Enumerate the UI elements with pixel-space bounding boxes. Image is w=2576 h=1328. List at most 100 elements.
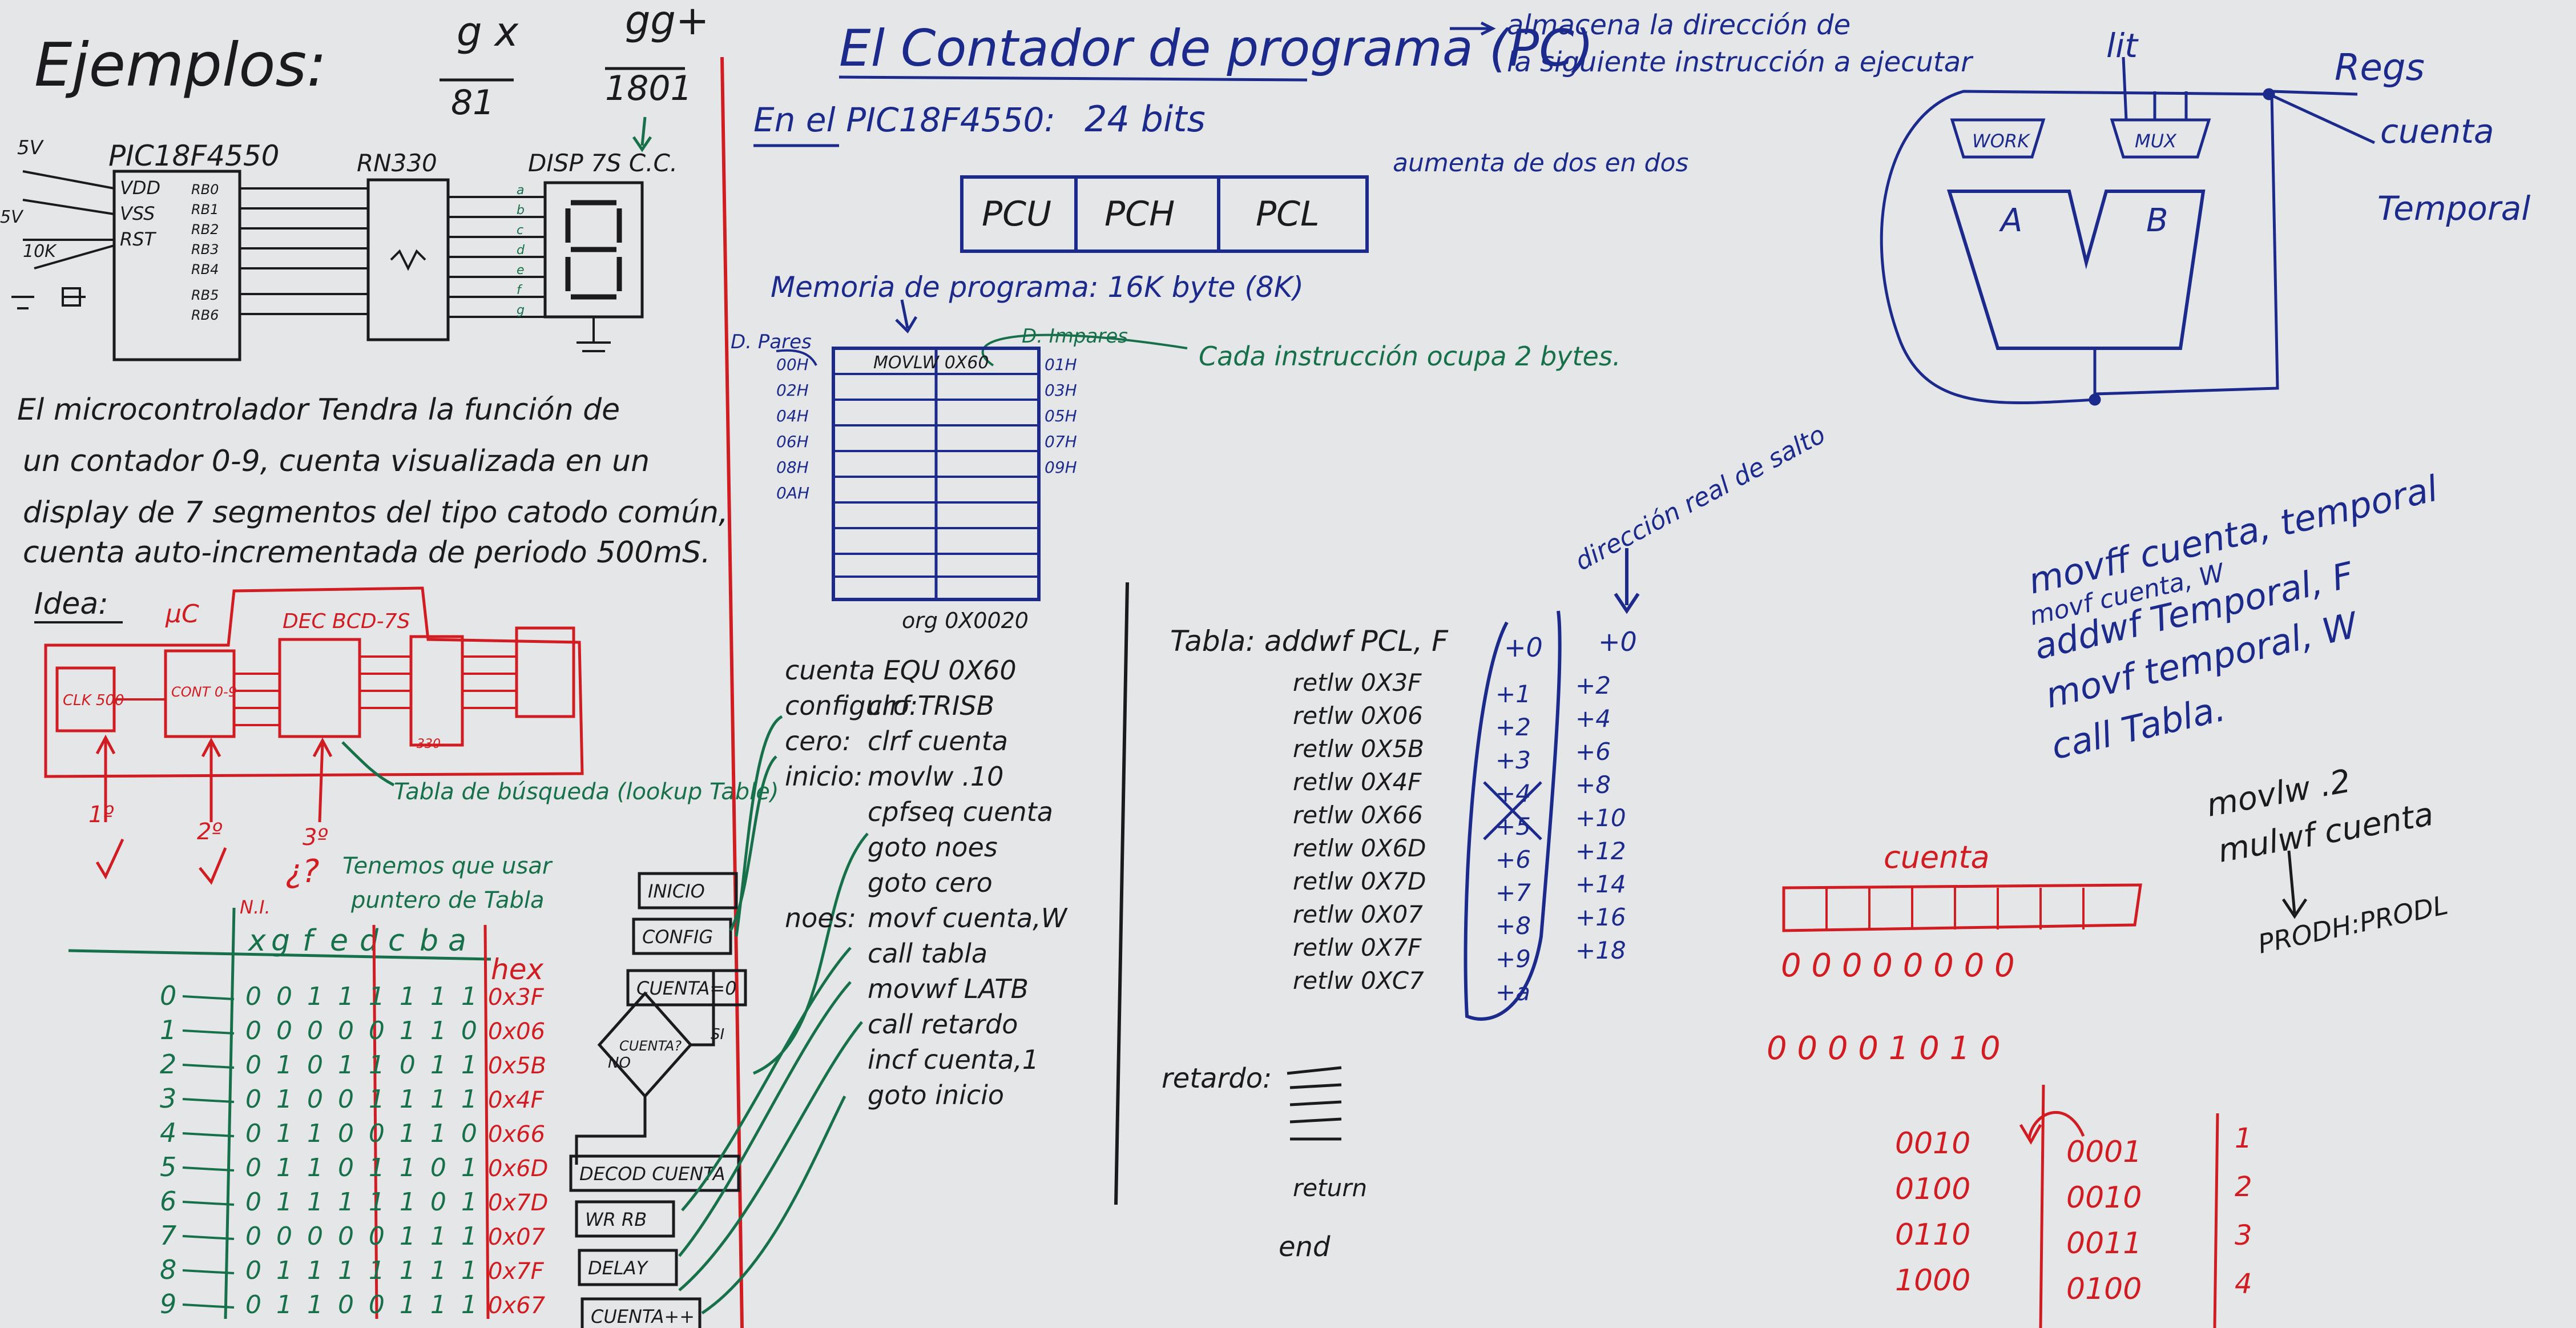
fraction-top-1: g x xyxy=(457,9,519,55)
memory-cell: MOVLW 0X60 xyxy=(873,353,989,373)
bits-right-value: 0001 xyxy=(2066,1135,2142,1169)
resistor-symbol xyxy=(390,249,426,271)
display-ground xyxy=(577,317,611,352)
flow-box-label: DELAY xyxy=(588,1257,649,1279)
bits-section: cuenta 0 0 0 0 0 0 0 0 0 0 0 0 1 0 1 0 0… xyxy=(1767,839,2252,1328)
regs-label: Regs xyxy=(2335,47,2425,89)
even-address: 08H xyxy=(776,458,809,477)
code-instruction: cpfseq cuenta xyxy=(868,796,1053,827)
flow-box xyxy=(575,1200,675,1238)
step-3: 3º xyxy=(303,824,328,851)
odd-address: 09H xyxy=(1045,458,1077,477)
flow-no: NO xyxy=(608,1055,631,1072)
bits-left-value: 0110 xyxy=(1895,1218,1970,1252)
flow-decision-label: CUENTA? xyxy=(619,1038,682,1054)
odd-address: 07H xyxy=(1045,432,1077,451)
even-address: 0AH xyxy=(776,484,809,502)
reset-button xyxy=(62,287,81,307)
table-row-tick xyxy=(182,1235,235,1240)
return-label: return xyxy=(1293,1174,1367,1202)
resistor-network xyxy=(366,178,450,341)
display-block xyxy=(515,626,575,718)
table-row-bits: 0 1 1 0 1 1 0 1 xyxy=(245,1153,481,1182)
header-x: x xyxy=(247,924,267,958)
tabla-head: Tabla: addwf PCL, F xyxy=(1170,625,1449,658)
table-row-hex: 0x6D xyxy=(488,1156,548,1182)
bits-right-value: 0100 xyxy=(2066,1272,2142,1306)
tabla-offset: +4 xyxy=(1495,779,1531,807)
supply-5v: 5V xyxy=(17,136,45,159)
even-address: 06H xyxy=(776,432,809,451)
code-divider xyxy=(1114,582,1129,1205)
pc-register xyxy=(960,175,1369,253)
tabla-offset: +3 xyxy=(1495,746,1531,774)
table-row-bits: 0 1 1 1 1 1 0 1 xyxy=(245,1188,481,1217)
seg-b: b xyxy=(517,203,525,218)
tabla-offset: +8 xyxy=(1495,912,1531,940)
mux-label: MUX xyxy=(2135,130,2177,152)
first-offset: +0 xyxy=(1504,632,1543,663)
delay-scribble xyxy=(1287,1066,1342,1141)
bits-index: 1 xyxy=(2235,1122,2252,1154)
bits-row-2: 0 0 0 0 1 0 1 0 xyxy=(1767,1030,2001,1067)
code-instruction: call tabla xyxy=(868,938,987,969)
odd-address: 05H xyxy=(1045,407,1077,425)
description-line-4: cuenta auto-incrementada de periodo 500m… xyxy=(23,536,711,570)
counter-label: CONT 0-9 xyxy=(171,684,237,700)
tabla-instruction: retlw 0X07 xyxy=(1293,900,1423,928)
fraction-bottom-2: 1801 xyxy=(605,69,692,108)
mem-arrow xyxy=(895,299,918,334)
header-b: b xyxy=(420,924,438,958)
idea-wires xyxy=(114,655,517,726)
code-instruction: movlw .10 xyxy=(868,761,1003,792)
table-row-number: 8 xyxy=(160,1254,176,1285)
idea-label: Idea: xyxy=(34,587,108,621)
even-address: 04H xyxy=(776,407,809,425)
tabla-instruction: retlw 0X7D xyxy=(1293,867,1426,895)
mult-arrow xyxy=(2281,850,2308,919)
table-row-hex: 0x67 xyxy=(488,1293,546,1319)
pointer-note-1: Tenemos que usar xyxy=(342,853,553,879)
table-row-number: 3 xyxy=(160,1083,176,1114)
table-row-hex: 0x7F xyxy=(488,1258,545,1285)
seg-e: e xyxy=(517,263,525,277)
table-row-bits: 0 1 0 1 1 0 1 1 xyxy=(245,1051,481,1080)
mem-label: Memoria de programa: 16K byte (8K) xyxy=(771,271,1304,304)
description-line-2: un contador 0-9, cuenta visualizada en u… xyxy=(23,444,650,478)
table-vertical-line xyxy=(224,907,236,1319)
tabla-instruction: retlw 0X3F xyxy=(1293,669,1422,697)
port-rb0: RB0 xyxy=(191,182,219,198)
chip-label: PIC18F4550 xyxy=(108,139,279,172)
step-1: 1º xyxy=(88,802,114,828)
first-real: +0 xyxy=(1598,626,1637,657)
pin-vss: VSS xyxy=(120,203,155,224)
description-text: El microcontrolador Tendra la función de… xyxy=(17,393,728,570)
port-rb1: RB1 xyxy=(191,202,219,218)
bits-label: cuenta xyxy=(1884,839,1990,875)
bits-right-value: 0011 xyxy=(2066,1226,2142,1261)
flow-box-label: DECOD CUENTA xyxy=(579,1163,725,1185)
flow-box xyxy=(626,969,747,1007)
tabla-offset: +1 xyxy=(1495,680,1531,708)
port-rb4: RB4 xyxy=(191,261,219,277)
flow-box-label: CONFIG xyxy=(642,926,713,948)
table-row-bits: 0 1 1 1 1 1 1 1 xyxy=(245,1256,481,1285)
description-line-1: El microcontrolador Tendra la función de xyxy=(17,393,620,427)
tabla-real-offset: +6 xyxy=(1575,738,1611,766)
description-line-3: display de 7 segmentos del tipo catodo c… xyxy=(23,496,728,530)
table-nibble-line xyxy=(372,924,378,1319)
tabla-real-offset: +2 xyxy=(1575,671,1611,699)
code-instruction: call retardo xyxy=(868,1009,1018,1040)
green-arrow-head xyxy=(632,136,652,152)
tabla-instruction: retlw 0X5B xyxy=(1293,735,1424,763)
code-label: cuenta EQU 0X60 xyxy=(785,655,1017,686)
chip-ports: RB0 RB1 RB2 RB3 RB4 RB5 RB6 xyxy=(191,182,219,323)
counter-block xyxy=(164,649,236,738)
bus-wires xyxy=(240,187,545,318)
